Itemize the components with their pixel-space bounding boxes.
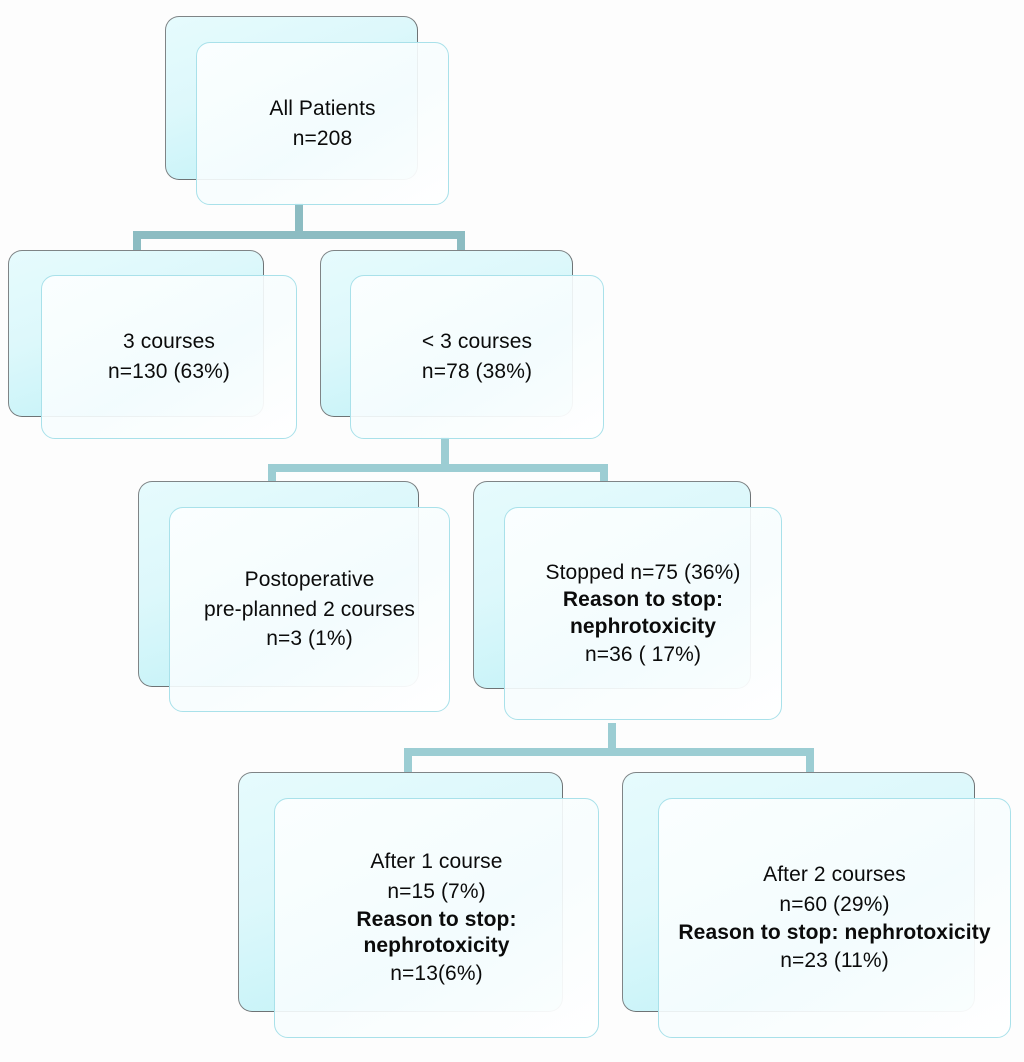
node-line: pre-planned 2 courses: [203, 597, 416, 621]
connector-level3-stem: [608, 723, 616, 753]
connector-root-horizontal: [133, 231, 465, 239]
node-line: n=36 ( 17%): [584, 642, 702, 666]
node-line: Stopped n=75 (36%): [545, 560, 741, 584]
connector-root-stem: [295, 203, 303, 235]
node-all-patients-label: All Patients n=208: [197, 94, 448, 154]
node-after-two-courses-card[interactable]: After 2 courses n=60 (29%) Reason to sto…: [658, 798, 1011, 1038]
node-line: n=78 (38%): [421, 360, 533, 383]
node-line: All Patients: [269, 96, 376, 120]
node-after-one-course-label: After 1 course n=15 (7%) Reason to stop:…: [275, 847, 598, 989]
node-line: n=208: [292, 126, 353, 150]
node-all-patients-card[interactable]: All Patients n=208: [196, 42, 449, 205]
node-line: Reason to stop:: [356, 907, 517, 931]
node-line: After 1 course: [370, 850, 503, 874]
connector-level2-stem: [441, 437, 449, 468]
node-less-than-three-courses-card[interactable]: < 3 courses n=78 (38%): [350, 275, 604, 439]
connector-level2-drop-left: [268, 464, 276, 492]
node-postoperative-preplanned-card[interactable]: Postoperative pre-planned 2 courses n=3 …: [169, 507, 450, 712]
node-stopped-label: Stopped n=75 (36%) Reason to stop: nephr…: [505, 558, 781, 670]
node-line: 3 courses: [123, 330, 215, 354]
connector-root-drop-right: [457, 231, 465, 261]
node-three-courses[interactable]: 3 courses n=130 (63%): [8, 250, 298, 440]
node-after-one-course[interactable]: After 1 course n=15 (7%) Reason to stop:…: [238, 772, 600, 1039]
node-line: nephrotoxicity: [569, 614, 717, 638]
node-line: n=3 (1%): [266, 627, 353, 651]
node-all-patients[interactable]: All Patients n=208: [165, 16, 450, 206]
node-three-courses-label: 3 courses n=130 (63%): [42, 327, 296, 387]
node-line: n=15 (7%): [387, 880, 486, 904]
node-line: Reason to stop: nephrotoxicity: [678, 920, 991, 944]
node-less-than-three-courses[interactable]: < 3 courses n=78 (38%): [320, 250, 605, 440]
connector-level3-drop-left: [404, 748, 412, 778]
node-line: n=23 (11%): [780, 948, 889, 972]
node-after-two-courses-label: After 2 courses n=60 (29%) Reason to sto…: [659, 860, 1010, 975]
connector-root-drop-left: [133, 231, 141, 261]
node-line: < 3 courses: [421, 330, 533, 354]
node-three-courses-card[interactable]: 3 courses n=130 (63%): [41, 275, 297, 439]
connector-level3-drop-right: [806, 748, 814, 778]
node-line: Postoperative: [244, 567, 375, 591]
node-stopped-card[interactable]: Stopped n=75 (36%) Reason to stop: nephr…: [504, 507, 782, 720]
node-line: Reason to stop:: [562, 588, 724, 612]
connector-level2-drop-right: [600, 464, 608, 492]
node-postoperative-preplanned[interactable]: Postoperative pre-planned 2 courses n=3 …: [138, 481, 450, 713]
connector-level3-horizontal: [404, 748, 814, 756]
node-postoperative-preplanned-label: Postoperative pre-planned 2 courses n=3 …: [170, 565, 449, 654]
node-stopped[interactable]: Stopped n=75 (36%) Reason to stop: nephr…: [473, 481, 783, 721]
node-line: n=60 (29%): [779, 893, 890, 917]
node-after-two-courses[interactable]: After 2 courses n=60 (29%) Reason to sto…: [622, 772, 1012, 1039]
node-after-one-course-card[interactable]: After 1 course n=15 (7%) Reason to stop:…: [274, 798, 599, 1038]
node-line: n=13(6%): [390, 961, 483, 985]
connector-level2-horizontal: [268, 464, 608, 472]
node-less-than-three-courses-label: < 3 courses n=78 (38%): [351, 327, 603, 387]
node-line: nephrotoxicity: [363, 933, 510, 957]
node-line: After 2 courses: [763, 863, 906, 887]
node-line: n=130 (63%): [108, 360, 230, 383]
